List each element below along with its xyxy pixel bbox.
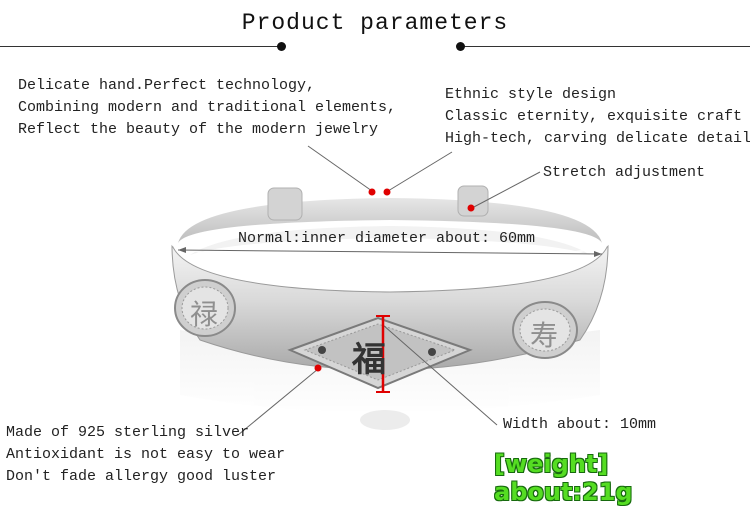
callout-line: Don't fade allergy good luster	[6, 468, 277, 485]
right-character: 寿	[530, 319, 559, 352]
callout-diameter: Normal:inner diameter about: 60mm	[238, 230, 536, 247]
callout-line: Made of 925 sterling silver	[6, 424, 250, 441]
callout-top-right: Ethnic style design Classic eternity, ex…	[445, 84, 750, 150]
title-divider-left	[0, 46, 285, 47]
red-markers	[314, 188, 475, 393]
center-character: 福	[352, 340, 386, 380]
callout-line: Combining modern and traditional element…	[18, 99, 397, 116]
bangle-front-band	[171, 244, 609, 371]
callout-top-left: Delicate hand.Perfect technology, Combin…	[18, 75, 396, 141]
stretch-tab-right	[457, 185, 489, 217]
diameter-line	[177, 249, 603, 255]
callout-line: High-tech, carving delicate details	[445, 130, 750, 147]
stretch-tab-left	[267, 187, 303, 221]
leader-lines	[237, 145, 541, 436]
left-character: 禄	[190, 298, 219, 331]
center-diamond	[287, 316, 473, 390]
weight-label: [weight] about:21g	[494, 450, 633, 506]
callout-line: Antioxidant is not easy to wear	[6, 446, 286, 463]
page-title: Product parameters	[241, 10, 509, 36]
callout-stretch: Stretch adjustment	[543, 164, 706, 181]
title-dot-left	[277, 42, 286, 51]
left-medallion	[174, 279, 236, 337]
title-divider-right	[463, 46, 750, 47]
title-dot-right	[456, 42, 465, 51]
callout-line: Classic eternity, exquisite craft	[445, 108, 743, 125]
callout-width: Width about: 10mm	[503, 416, 657, 433]
callout-line: Delicate hand.Perfect technology,	[18, 77, 316, 94]
callout-line: Reflect the beauty of the modern jewelry	[18, 121, 379, 138]
callout-bottom-left: Made of 925 sterling silver Antioxidant …	[6, 422, 285, 488]
right-medallion	[512, 301, 578, 359]
callout-line: Ethnic style design	[445, 86, 617, 103]
